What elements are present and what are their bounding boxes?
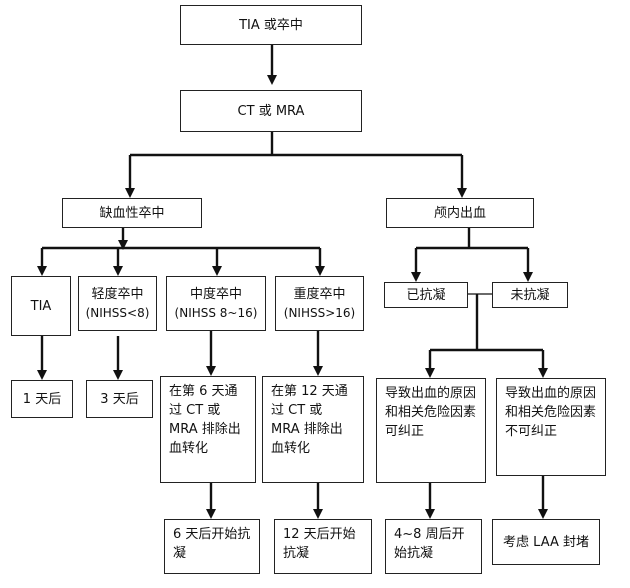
moderate-start-node: 6 天后开始抗凝 [164,519,260,574]
tia-time-node: 1 天后 [11,380,73,418]
correctable-start-label: 4~8 周后开始抗凝 [394,527,465,561]
severe-start-label: 12 天后开始抗凝 [283,527,356,561]
cause-not-correctable-node: 导致出血的原因和相关危险因素不可纠正 [496,378,606,476]
anticoagulated-label: 已抗凝 [406,287,446,303]
anticoagulated-node: 已抗凝 [384,282,468,308]
hemorrhage-label: 颅内出血 [433,205,486,221]
hemorrhage-node: 颅内出血 [386,198,534,228]
ischemic-node: 缺血性卒中 [62,198,202,228]
mild-time-label: 3 天后 [100,391,139,407]
tia-time-label: 1 天后 [22,391,62,407]
laa-occlusion-node: 考虑 LAA 封堵 [492,519,600,565]
moderate-stroke-node: 中度卒中 (NIHSS 8~16) [166,276,266,331]
cause-correctable-node: 导致出血的原因和相关危险因素可纠正 [376,378,486,483]
severe-stroke-node: 重度卒中 (NIHSS>16) [275,276,364,331]
start-label: TIA 或卒中 [239,17,303,33]
moderate-check-label: 在第 6 天通过 CT 或 MRA 排除出血转化 [169,384,241,456]
moderate-start-label: 6 天后开始抗凝 [173,527,251,561]
laa-label: 考虑 LAA 封堵 [503,534,589,550]
severe-check-node: 在第 12 天通过 CT 或 MRA 排除出血转化 [262,376,364,483]
start-node: TIA 或卒中 [180,5,362,45]
ischemic-label: 缺血性卒中 [99,205,165,221]
moderate-check-node: 在第 6 天通过 CT 或 MRA 排除出血转化 [160,376,256,483]
tia-node: TIA [11,276,71,336]
severe-start-node: 12 天后开始抗凝 [274,519,372,574]
mild-time-node: 3 天后 [86,380,153,418]
severe-sub: (NIHSS>16) [283,305,356,320]
mild-title: 轻度卒中 [91,286,144,302]
tia-label: TIA [30,298,52,314]
cause-not-correctable-label: 导致出血的原因和相关危险因素不可纠正 [505,386,597,439]
not-anticoagulated-label: 未抗凝 [510,287,550,303]
severe-title: 重度卒中 [293,286,346,302]
moderate-sub: (NIHSS 8~16) [174,305,258,320]
moderate-title: 中度卒中 [189,286,242,302]
imaging-label: CT 或 MRA [237,103,305,119]
imaging-node: CT 或 MRA [180,90,362,132]
correctable-start-node: 4~8 周后开始抗凝 [385,519,482,574]
not-anticoagulated-node: 未抗凝 [492,282,568,308]
cause-correctable-label: 导致出血的原因和相关危险因素可纠正 [385,386,477,439]
severe-check-label: 在第 12 天通过 CT 或 MRA 排除出血转化 [271,384,348,456]
mild-stroke-node: 轻度卒中 (NIHSS<8) [78,276,157,331]
mild-sub: (NIHSS<8) [85,305,150,320]
